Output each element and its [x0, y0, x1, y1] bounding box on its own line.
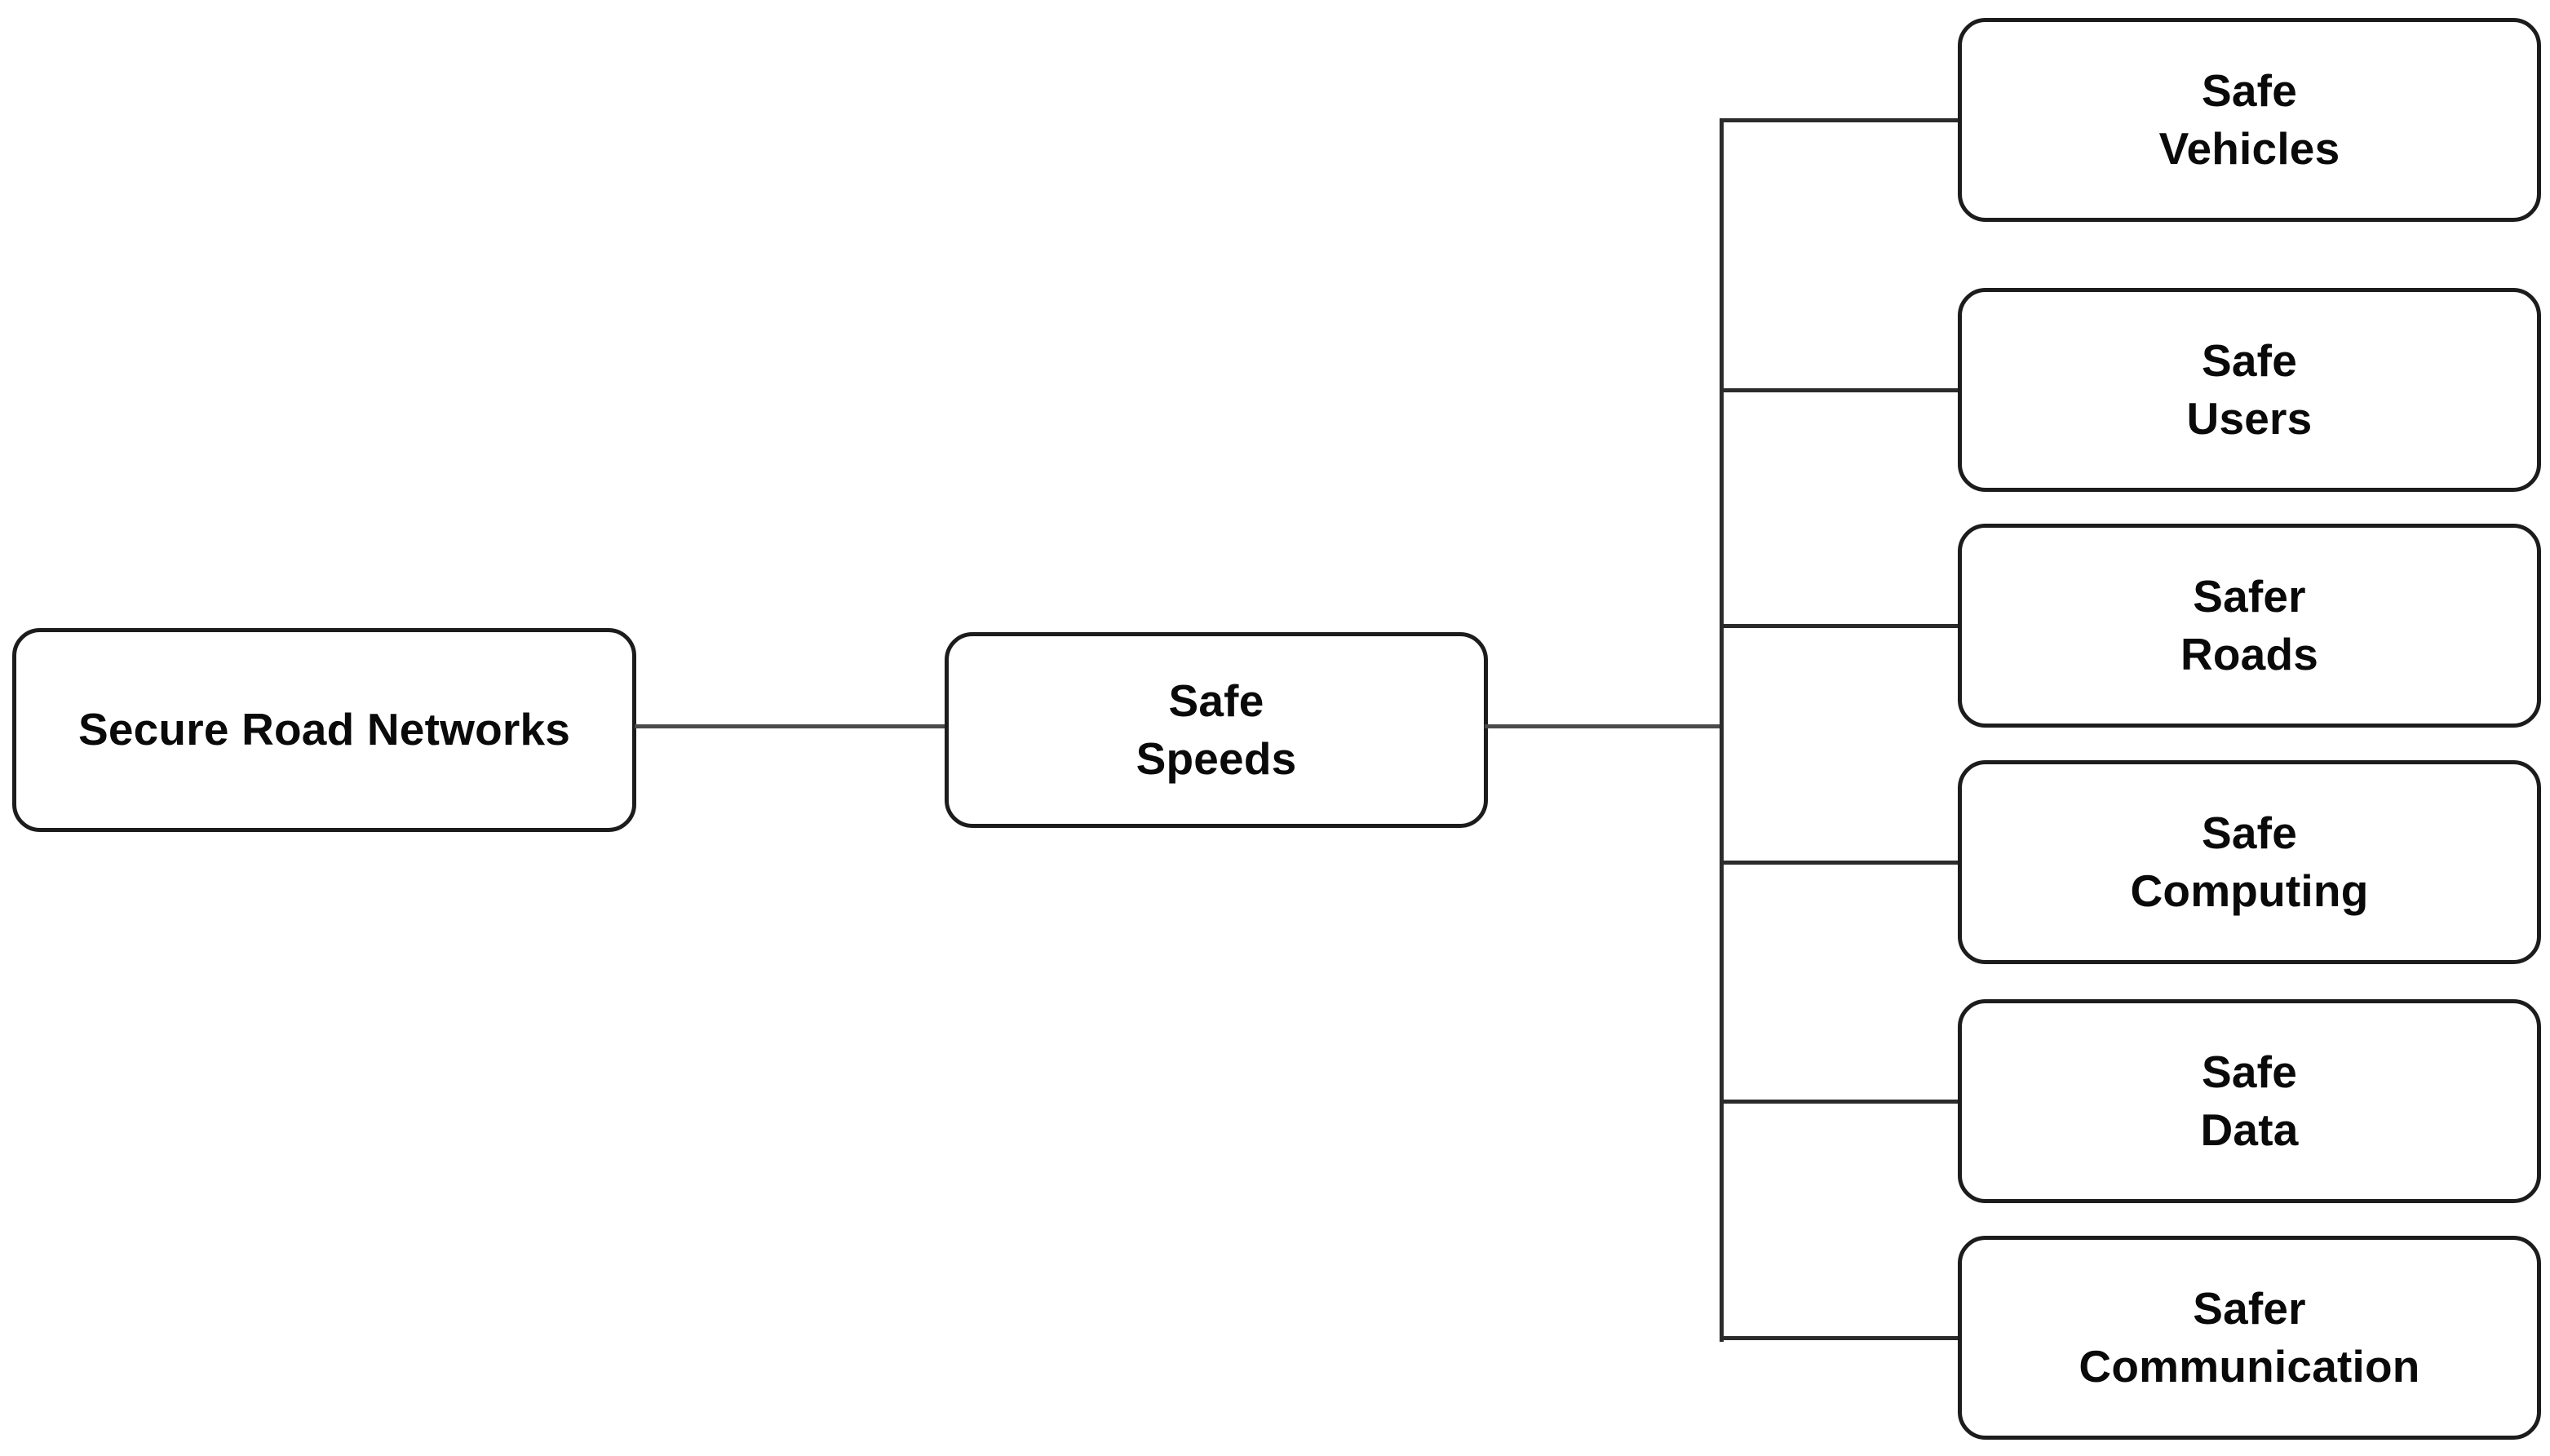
- edge-root-to-safe-speeds: [635, 724, 948, 728]
- node-safe-users[interactable]: Safe Users: [1958, 288, 2541, 492]
- node-safer-roads[interactable]: Safer Roads: [1958, 524, 2541, 728]
- node-safer-communication[interactable]: Safer Communication: [1958, 1236, 2541, 1440]
- spine-vertical-connector: [1720, 120, 1724, 1342]
- edge-spine-to-safe-computing: [1720, 861, 1960, 865]
- node-label-secure-road-networks: Secure Road Networks: [77, 704, 571, 755]
- node-safe-data[interactable]: Safe Data: [1958, 999, 2541, 1203]
- node-secure-road-networks[interactable]: Secure Road Networks: [12, 628, 636, 832]
- node-label-safer-communication: Safer Communication: [2079, 1282, 2420, 1392]
- edge-spine-to-safe-data: [1720, 1100, 1960, 1104]
- node-label-safe-data: Safe Data: [2200, 1046, 2299, 1156]
- node-label-safer-roads: Safer Roads: [2180, 570, 2319, 680]
- edge-spine-to-safer-roads: [1720, 624, 1960, 628]
- node-label-safe-speeds: Safe Speeds: [1136, 675, 1297, 785]
- edge-spine-to-safe-users: [1720, 388, 1960, 392]
- node-safe-computing[interactable]: Safe Computing: [1958, 760, 2541, 964]
- node-label-safe-computing: Safe Computing: [2130, 807, 2369, 917]
- node-label-safe-users: Safe Users: [2186, 334, 2313, 445]
- edge-spine-to-safe-vehicles: [1720, 118, 1960, 122]
- node-safe-speeds[interactable]: Safe Speeds: [945, 632, 1488, 828]
- edge-spine-to-safer-communication: [1720, 1336, 1960, 1340]
- node-label-safe-vehicles: Safe Vehicles: [2158, 64, 2340, 175]
- node-safe-vehicles[interactable]: Safe Vehicles: [1958, 18, 2541, 222]
- edge-safe-speeds-to-spine: [1485, 724, 1724, 728]
